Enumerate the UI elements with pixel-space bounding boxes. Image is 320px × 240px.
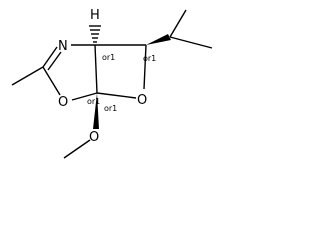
- ring-oxygen-left-label: O: [58, 95, 68, 110]
- c-o-ring-bond: [42, 66, 61, 96]
- stereo-label-c7: or1: [143, 54, 156, 63]
- hydrogen-atom-label: H: [90, 8, 100, 23]
- c-n-double-bond-inner: [47, 51, 62, 71]
- o-c1-bond: [71, 92, 98, 101]
- bonds: [11, 9, 213, 159]
- chemical-structure: N H O O O or1 or1 or1 or1: [11, 8, 213, 159]
- c1-methoxy-wedge: [93, 93, 99, 129]
- stereo-label-c1: or1: [87, 97, 100, 106]
- ring-oxygen-right-label: O: [137, 93, 147, 108]
- methoxy-methyl-bond: [63, 139, 91, 159]
- c-n-double-bond: [42, 46, 58, 68]
- methoxy-oxygen-label: O: [89, 130, 99, 145]
- nitrogen-atom-label: N: [58, 39, 68, 54]
- c5-h-hashed-wedge: [89, 25, 101, 43]
- isopropyl-up-bond: [169, 9, 187, 38]
- c7-o6-bond: [143, 44, 147, 90]
- atom-labels: N H O O O: [58, 8, 147, 145]
- methyl-bond: [11, 66, 44, 86]
- isopropyl-right-bond: [169, 36, 213, 49]
- o6-c1-bond: [96, 92, 137, 99]
- stereo-label-c5: or1: [102, 53, 115, 62]
- stereo-labels: or1 or1 or1 or1: [87, 53, 156, 113]
- stereo-label-c4: or1: [104, 104, 117, 113]
- c7-isopropyl-wedge: [146, 34, 171, 45]
- c5-c1-bond: [94, 44, 98, 94]
